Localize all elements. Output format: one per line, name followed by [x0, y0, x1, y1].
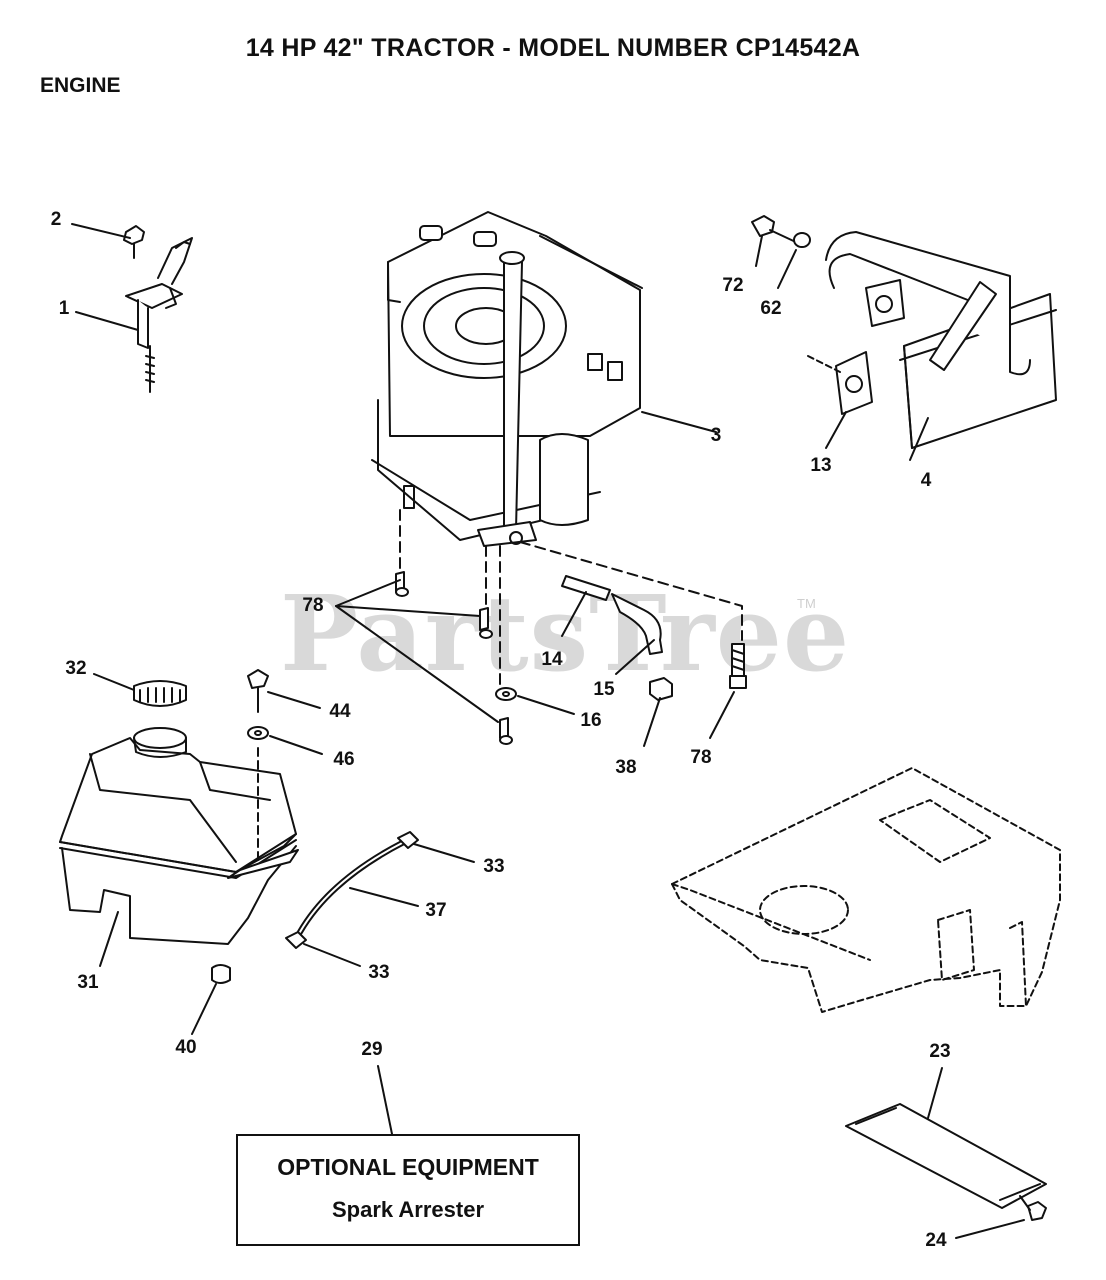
fuel-line-part [211, 831, 419, 984]
callout-13: 13 [810, 455, 832, 476]
leader-4 [909, 417, 929, 461]
callout-31: 31 [77, 972, 99, 993]
callout-3: 3 [710, 425, 722, 446]
leader-37 [349, 887, 419, 907]
leader-78b [709, 691, 735, 739]
leader-2 [71, 223, 131, 239]
leader-62 [777, 249, 797, 289]
callout-46: 46 [333, 749, 355, 770]
leader-16 [517, 695, 575, 715]
leader-72 [755, 235, 763, 267]
spark-arrester-label: Spark Arrester [331, 1197, 485, 1222]
leader-78a-1 [335, 579, 401, 607]
assembly-lines [399, 509, 743, 691]
leader-3 [641, 411, 717, 433]
callout-1: 1 [58, 298, 70, 319]
callout-15: 15 [593, 679, 615, 700]
leader-38 [643, 697, 661, 747]
callout-16: 16 [580, 710, 602, 731]
leader-31 [99, 911, 119, 967]
leader-40 [191, 983, 217, 1035]
optional-equipment-box: OPTIONAL EQUIPMENT Spark Arrester [236, 1134, 580, 1246]
callout-29: 29 [361, 1039, 383, 1060]
leader-14 [561, 591, 587, 637]
callout-38: 38 [615, 757, 637, 778]
leader-33a [413, 843, 475, 863]
frame-outline [671, 767, 1061, 1013]
leader-32 [93, 673, 135, 691]
skid-plate-part [845, 1103, 1047, 1221]
leader-44 [267, 691, 321, 709]
callout-4: 4 [920, 470, 932, 491]
callout-78-left: 78 [302, 595, 324, 616]
callout-33-top: 33 [483, 856, 505, 877]
leader-78a-3 [335, 605, 499, 723]
callout-2: 2 [50, 209, 62, 230]
callout-24: 24 [925, 1230, 947, 1251]
section-label: ENGINE [40, 74, 121, 97]
leader-78a-2 [335, 605, 481, 617]
callout-32: 32 [65, 658, 87, 679]
callout-23: 23 [929, 1041, 951, 1062]
engine-part [371, 211, 643, 547]
callout-33-bottom: 33 [368, 962, 390, 983]
callout-40: 40 [175, 1037, 197, 1058]
leader-23 [927, 1067, 943, 1119]
engine-hardware [395, 571, 747, 745]
callout-44: 44 [329, 701, 351, 722]
throttle-control-part [123, 225, 193, 393]
callout-62: 62 [760, 298, 782, 319]
watermark-tm: TM [797, 596, 816, 611]
leader-46 [269, 735, 323, 755]
optional-equipment-heading: OPTIONAL EQUIPMENT [277, 1154, 539, 1180]
diagram-title: 14 HP 42" TRACTOR - MODEL NUMBER CP14542… [245, 34, 861, 62]
callout-37: 37 [425, 900, 447, 921]
callout-78-right: 78 [690, 747, 712, 768]
leader-13 [825, 411, 847, 449]
leader-24 [955, 1219, 1025, 1239]
leader-29 [377, 1065, 393, 1135]
leader-15 [615, 639, 655, 675]
fuel-tank-part [59, 669, 299, 945]
callout-14: 14 [541, 649, 563, 670]
leader-33b [303, 943, 361, 967]
callout-72: 72 [722, 275, 744, 296]
leader-1 [75, 311, 139, 331]
muffler-part [751, 215, 1057, 449]
